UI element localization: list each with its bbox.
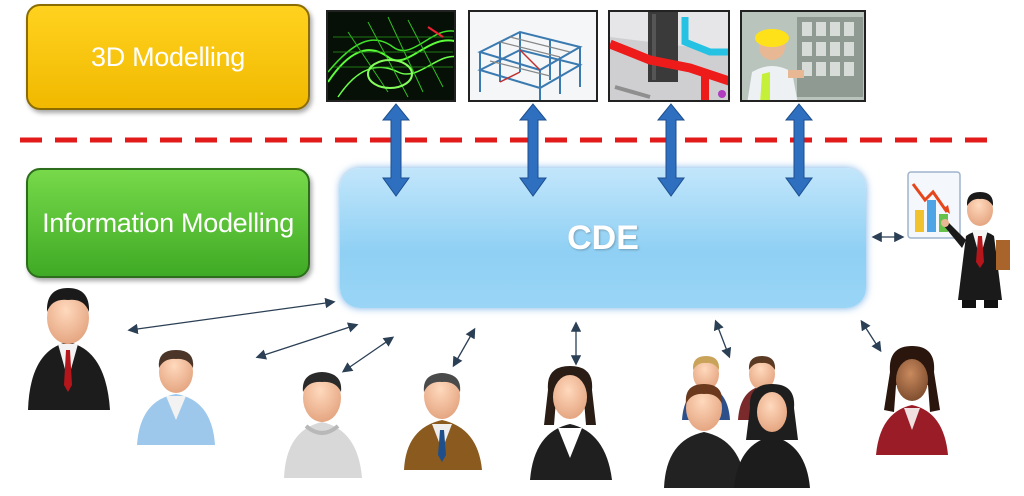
businessman-avatar xyxy=(28,288,110,410)
arrow-thumb-3 xyxy=(656,103,686,197)
connector-6 xyxy=(713,319,732,359)
connector-3 xyxy=(341,336,395,373)
casual-man-avatar xyxy=(137,350,215,445)
arrow-thumb-1 xyxy=(381,103,411,197)
cde-label: CDE xyxy=(567,218,639,257)
arrow-thumb-4 xyxy=(784,103,814,197)
presenter-with-chart xyxy=(907,171,1010,308)
brown-jacket-man-avatar xyxy=(404,373,482,470)
connector-2 xyxy=(255,322,359,360)
3d-modelling-label: 3D Modelling xyxy=(91,41,245,72)
engineer-photo-icon xyxy=(742,12,864,100)
arrow-thumb-2 xyxy=(518,103,548,197)
cde-box: CDE xyxy=(340,168,866,308)
information-modelling-label: Information Modelling xyxy=(42,207,294,238)
structural-frame-icon xyxy=(470,12,596,100)
connector-7 xyxy=(860,319,882,353)
terrain-wireframe-thumbnail xyxy=(326,10,456,102)
connector-1 xyxy=(127,297,336,335)
businesswoman-avatar xyxy=(530,366,612,480)
connector-4 xyxy=(452,327,476,368)
group-of-people-avatar xyxy=(664,356,810,488)
terrain-wireframe-icon xyxy=(328,12,454,100)
information-modelling-box: Information Modelling xyxy=(26,168,310,278)
blue-double-arrows xyxy=(381,103,814,197)
engineer-photo-thumbnail xyxy=(740,10,866,102)
mep-pipes-thumbnail xyxy=(608,10,730,102)
3d-modelling-box: 3D Modelling xyxy=(26,4,310,110)
grey-shirt-man-avatar xyxy=(284,372,362,478)
structural-frame-thumbnail xyxy=(468,10,598,102)
mep-pipes-icon xyxy=(610,12,728,100)
woman-red-jacket-avatar xyxy=(876,346,948,455)
connector-arrows xyxy=(127,231,905,373)
